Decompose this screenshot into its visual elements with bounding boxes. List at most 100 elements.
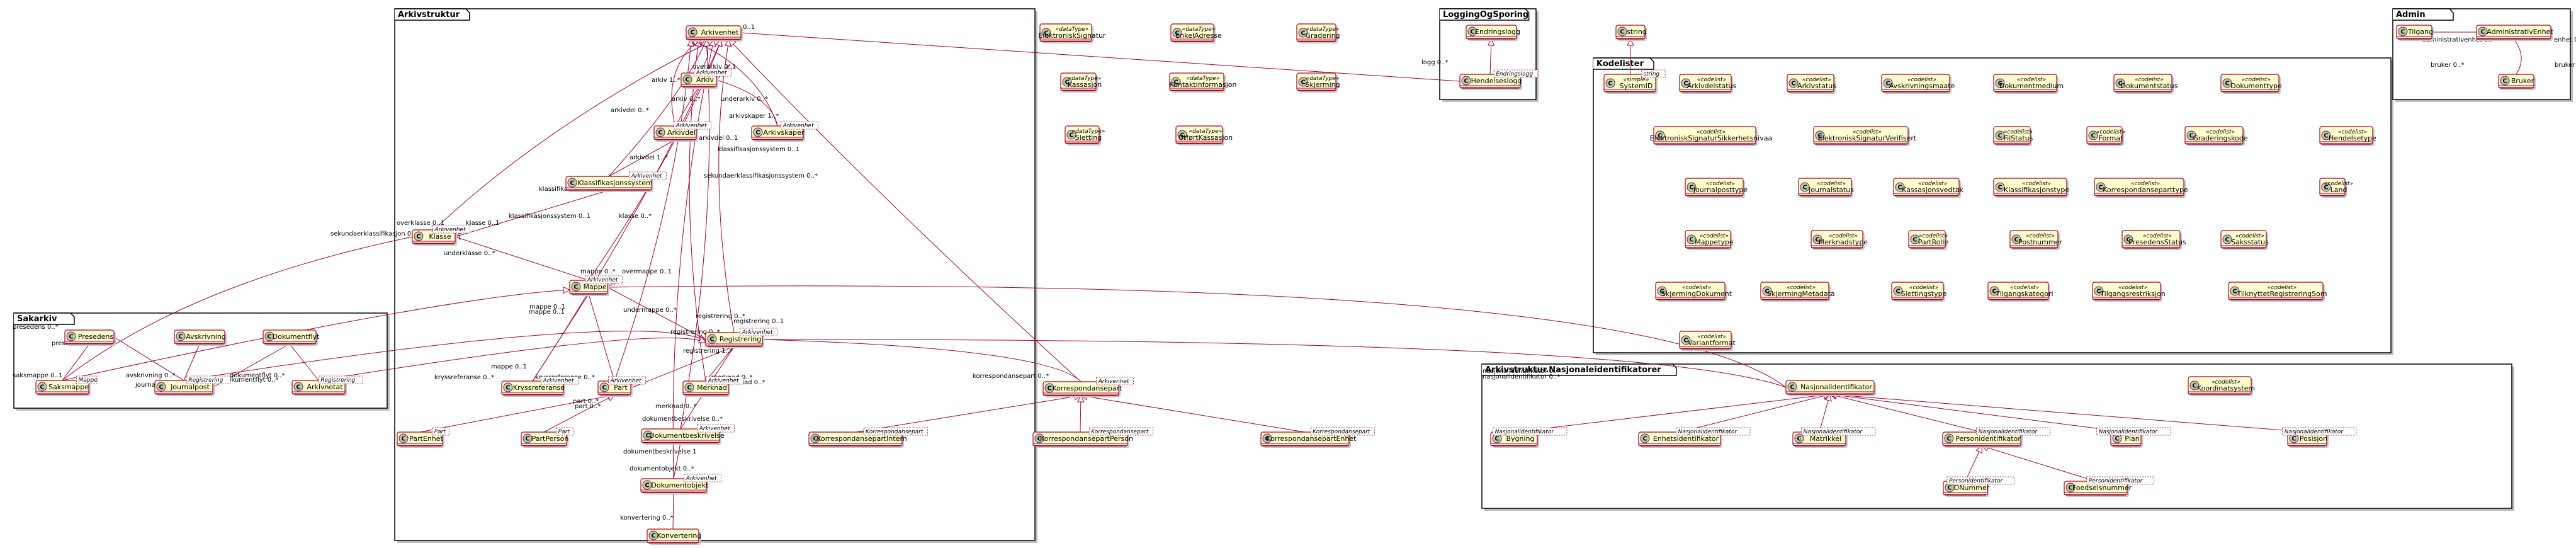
class-kl-journalstatus[interactable]: C«codelist»Journalstatus xyxy=(1798,178,1854,198)
class-kl-format[interactable]: C«codelist»Format xyxy=(2086,126,2125,146)
class-kl-journalposttype[interactable]: C«codelist»Journalposttype xyxy=(1685,178,1748,198)
class-dt-sletting[interactable]: C«dataType»Sletting xyxy=(1065,125,1105,146)
class-kl-mappetype[interactable]: C«codelist»Mappetype xyxy=(1685,230,1734,250)
relation-39 xyxy=(584,286,615,382)
class-kl-dokumentstatus[interactable]: C«codelist»Dokumentstatus xyxy=(2113,74,2178,94)
class-kl-arkivdelstatus[interactable]: C«codelist»Arkivdelstatus xyxy=(1679,74,1737,94)
class-name: Dokumentmedium xyxy=(1999,82,2064,90)
class-dt-gradering[interactable]: C«dataType»Gradering xyxy=(1296,23,1340,43)
class-stereotype: «codelist» xyxy=(1697,129,1726,135)
class-kpperson[interactable]: CKorrespondansepartPersonKorrespondansep… xyxy=(1032,427,1153,448)
class-kl-dokumentmedium[interactable]: C«codelist»Dokumentmedium xyxy=(1993,74,2064,94)
class-c-icon xyxy=(1788,78,1799,88)
class-kpintern[interactable]: CKorrespondansepartInternKorrespondansep… xyxy=(808,427,928,448)
class-kl-dokumenttype[interactable]: C«codelist»Dokumenttype xyxy=(2220,74,2282,94)
template-parameter-box xyxy=(1096,377,1134,385)
class-dt-utfort[interactable]: C«dataType»UtførtKassasjon xyxy=(1175,125,1233,146)
class-kl-klassifikasjonstype[interactable]: C«codelist»Klassifikasjonstype xyxy=(1993,178,2069,198)
class-kl-merknadstype[interactable]: C«codelist»Merknadstype xyxy=(1811,230,1868,250)
class-kl-tilknyttet[interactable]: C«codelist»TilknyttetRegistreringSom xyxy=(2228,282,2327,302)
svg-text:C: C xyxy=(658,130,662,137)
class-kl-filstatus[interactable]: C«codelist»FilStatus xyxy=(1993,126,2033,146)
class-kl-presedensstatus[interactable]: C«codelist»PresedensStatus xyxy=(2121,230,2186,250)
svg-text:C: C xyxy=(1790,384,1794,391)
class-c-icon xyxy=(2478,26,2488,37)
class-dt-enkel[interactable]: C«dataType»EnkelAdresse xyxy=(1170,23,1222,43)
relation-3 xyxy=(608,40,706,177)
svg-text:C: C xyxy=(1464,78,1468,85)
class-kl-avskrivningsmaate[interactable]: C«codelist»Avskrivningsmaate xyxy=(1881,74,1955,94)
class-dt-elsign[interactable]: C«dataType»ElektroniskSignatur xyxy=(1038,23,1106,43)
class-kl-tilgangsrestr[interactable]: C«codelist»Tilgangsrestriksjon xyxy=(2092,282,2166,302)
class-kl-elsigsikk[interactable]: C«codelist»ElektroniskSignaturSikkerhets… xyxy=(1650,126,1772,146)
class-kl-variantformat[interactable]: C«codelist»Variantformat xyxy=(1679,331,1736,351)
class-kl-saksstatus[interactable]: C«codelist»Saksstatus xyxy=(2220,230,2269,250)
class-kl-koordinatsystem[interactable]: C«codelist»Koordinatsystem xyxy=(2188,376,2255,396)
class-kl-kassasjonsvedtak[interactable]: C«codelist»Kassasjonsvedtak xyxy=(1893,178,1964,198)
svg-text:C: C xyxy=(1689,237,1693,244)
class-kl-skjermmeta[interactable]: C«codelist»SkjermingMetadata xyxy=(1760,282,1835,302)
svg-text:C: C xyxy=(2068,485,2072,492)
class-kl-partrolle[interactable]: C«codelist»PartRolle xyxy=(1908,230,1948,250)
class-kl-slettingstype[interactable]: C«codelist»Slettingstype xyxy=(1891,282,1947,302)
class-kl-tilgangskategori[interactable]: C«codelist»Tilgangskategori xyxy=(1987,282,2053,302)
svg-text:C: C xyxy=(1895,288,1900,295)
class-c-icon xyxy=(567,178,577,188)
template-parameter-box xyxy=(1801,427,1876,436)
class-kl-elsigver[interactable]: C«codelist»ElektroniskSignaturVerifisert xyxy=(1813,126,1917,146)
class-dt-skjerming[interactable]: C«dataType»Skjerming xyxy=(1296,72,1340,93)
class-kl-arkivstatus[interactable]: C«codelist»Arkivstatus xyxy=(1787,74,1836,94)
class-kl-land[interactable]: C«codelist»Land xyxy=(2319,178,2353,198)
class-c-icon xyxy=(398,433,409,443)
class-c-icon xyxy=(2115,78,2125,88)
class-c-icon xyxy=(1298,28,1308,38)
class-dt-kassasjon[interactable]: C«dataType»Kassasjon xyxy=(1060,72,1102,93)
class-kl-postnummer[interactable]: C«codelist»Postnummer xyxy=(2009,230,2062,250)
class-kl-skjermdok[interactable]: C«codelist»SkjermingDokument xyxy=(1655,282,1732,302)
class-dt-kontakt[interactable]: C«dataType»Kontaktinformasjon xyxy=(1169,72,1237,93)
class-kl-korrtype[interactable]: C«codelist»Korrespondanseparttype xyxy=(2094,178,2188,198)
class-kl-hendelsetype[interactable]: C«codelist»Hendelsetype xyxy=(2319,126,2376,146)
class-kpenhet[interactable]: CKorrespondansepartEnhetKorrespondansepa… xyxy=(1260,427,1375,448)
class-kl-graderingskode[interactable]: C«codelist»Graderingskode xyxy=(2184,126,2248,146)
